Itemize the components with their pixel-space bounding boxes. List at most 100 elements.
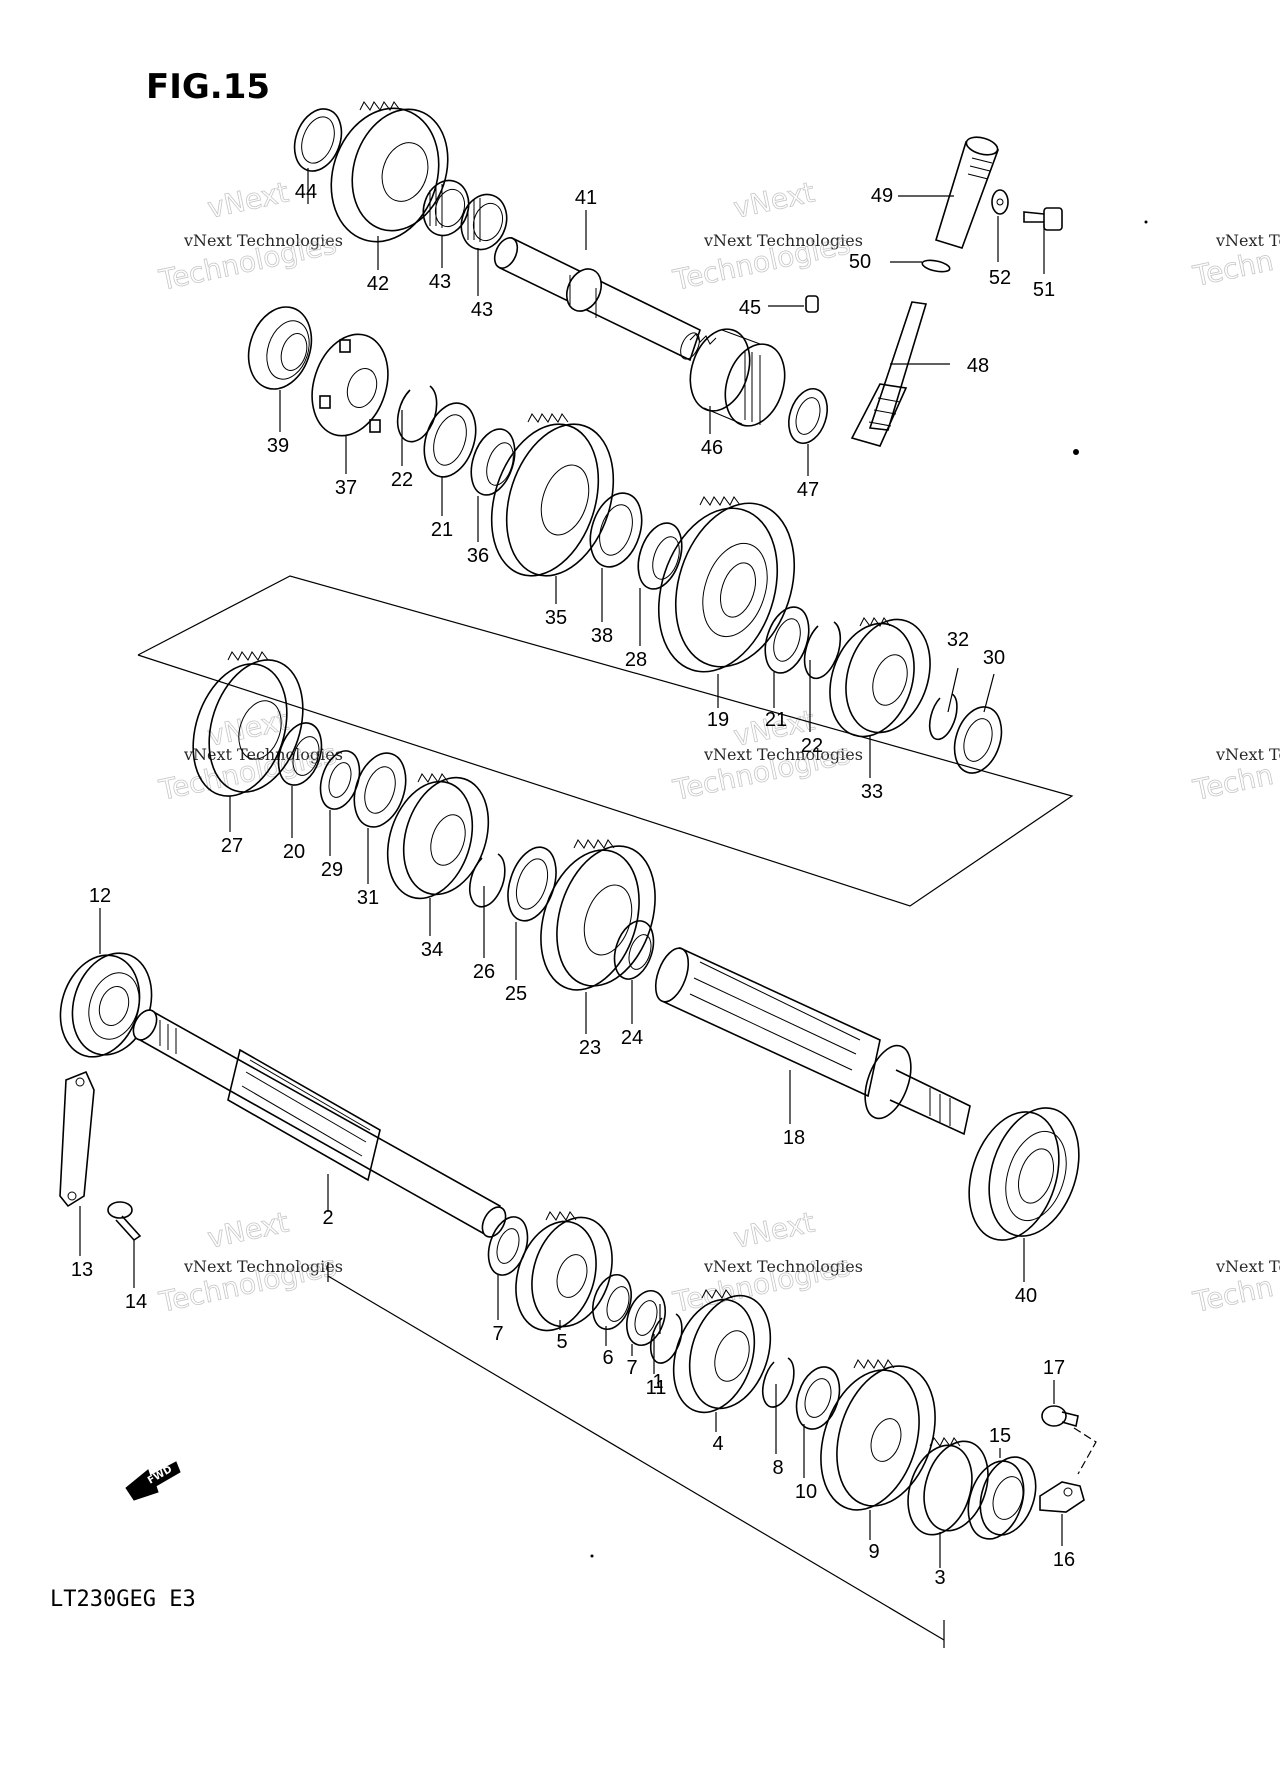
part-16-stopper [1039,1481,1085,1513]
svg-text:Techn: Techn [1190,1270,1277,1319]
part-52-washer [991,189,1009,215]
callout-25: 25 [505,983,527,1005]
callout-49: 49 [871,185,893,207]
part-30-washer [953,706,1003,774]
part-7-washer-b [626,1289,666,1347]
part-8-circlip [761,1357,795,1408]
svg-text:Techn: Techn [1190,244,1277,293]
speck-dot [1073,449,1079,455]
part-36-bushing [470,428,516,496]
part-41-countershaft [493,236,701,362]
watermark-group: vNext vNext Technologies Technologies vN… [155,175,1280,1319]
part-18-driveshaft [654,946,971,1136]
leader-lines [79,168,1063,1568]
part-46-gear [689,328,786,427]
callout-15: 15 [989,1425,1011,1447]
callout-7b: 7 [626,1357,637,1379]
callout-51: 51 [1033,279,1055,301]
callout-31: 31 [357,887,379,909]
callout-41: 41 [575,187,597,209]
part-43-needle-bearing-b [460,193,508,251]
part-6-bushing [592,1273,632,1331]
part-50-oring [921,259,951,273]
callout-13: 13 [71,1259,93,1281]
svg-text:vNext Technologies: vNext Technologies [183,745,343,764]
callout-43a: 43 [429,271,451,293]
svg-text:vNext Technologies: vNext Technologies [703,231,863,250]
svg-text:vNext Technologies: vNext Technologies [183,231,343,250]
callout-6: 6 [602,1347,613,1369]
callout-47: 47 [797,479,819,501]
callout-48: 48 [967,355,989,377]
callout-21a: 21 [431,519,453,541]
svg-text:vNext: vNext [731,176,818,225]
callout-24: 24 [621,1027,643,1049]
callout-21b: 21 [765,709,787,731]
callout-42: 42 [367,273,389,295]
svg-text:vNext Technologies: vNext Technologies [703,745,863,764]
part-40-bearing [968,1107,1080,1241]
part-25-washer [507,846,557,922]
fwd-arrow-icon: FWD [125,1461,181,1501]
callout-35: 35 [545,607,567,629]
part-43-needle-bearing-a [422,179,470,237]
part-39-bearing [247,306,313,390]
callout-10: 10 [795,1481,817,1503]
part-22-circlip-mid [803,621,842,680]
part-44-washer [293,108,343,172]
callout-50: 50 [849,251,871,273]
callout-34: 34 [421,939,443,961]
callout-37: 37 [335,477,357,499]
svg-text:vNext Technologies: vNext Technologies [1215,745,1280,764]
callout-23: 23 [579,1037,601,1059]
part-32-circlip [928,693,958,741]
callout-22b: 22 [801,735,823,757]
part-12-bearing [59,952,153,1058]
bolt-indicator-line [1073,1427,1097,1475]
callout-43b: 43 [471,299,493,321]
callout-40: 40 [1015,1285,1037,1307]
callout-18: 18 [783,1127,805,1149]
callout-27: 27 [221,835,243,857]
part-35-gear [490,413,615,577]
part-17-bolt [1041,1405,1079,1428]
callout-52: 52 [989,267,1011,289]
callout-46: 46 [701,437,723,459]
model-code: LT230GEG E3 [50,1587,196,1612]
part-49-shaft [935,136,1000,249]
callout-45: 45 [739,297,761,319]
svg-text:vNext: vNext [205,1206,292,1255]
svg-text:vNext Technologies: vNext Technologies [703,1257,863,1276]
figure-title: FIG.15 [146,67,270,107]
part-28-bushing [637,522,683,590]
assembly-brackets [137,575,1074,1648]
callout-33: 33 [861,781,883,803]
callout-32: 32 [947,629,969,651]
part-29-washer [319,750,361,810]
callout-7a: 7 [492,1323,503,1345]
part-24-bushing [613,920,655,980]
callout-29: 29 [321,859,343,881]
callout-17: 17 [1043,1357,1065,1379]
part-20-bushing [277,722,323,786]
callout-26: 26 [473,961,495,983]
callout-2: 2 [322,1207,333,1229]
callout-numbers: 1 2 3 4 5 6 7 7 8 9 10 11 12 13 14 15 16… [71,181,1075,1589]
svg-text:vNext Technologies: vNext Technologies [1215,231,1280,250]
callout-12: 12 [89,885,111,907]
callout-8: 8 [772,1457,783,1479]
callout-16: 16 [1053,1549,1075,1571]
part-47-washer [788,387,828,445]
callout-3: 3 [934,1567,945,1589]
callout-19: 19 [707,709,729,731]
callout-38: 38 [591,625,613,647]
svg-text:vNext: vNext [731,1206,818,1255]
part-33-gear [829,617,931,738]
part-4-gear [672,1289,772,1414]
callout-5: 5 [556,1331,567,1353]
part-22-circlip-top [396,385,438,443]
part-5-gear [515,1211,613,1332]
callout-14: 14 [125,1291,147,1313]
part-45-pin [805,295,819,313]
part-51-bolt [1023,207,1063,231]
